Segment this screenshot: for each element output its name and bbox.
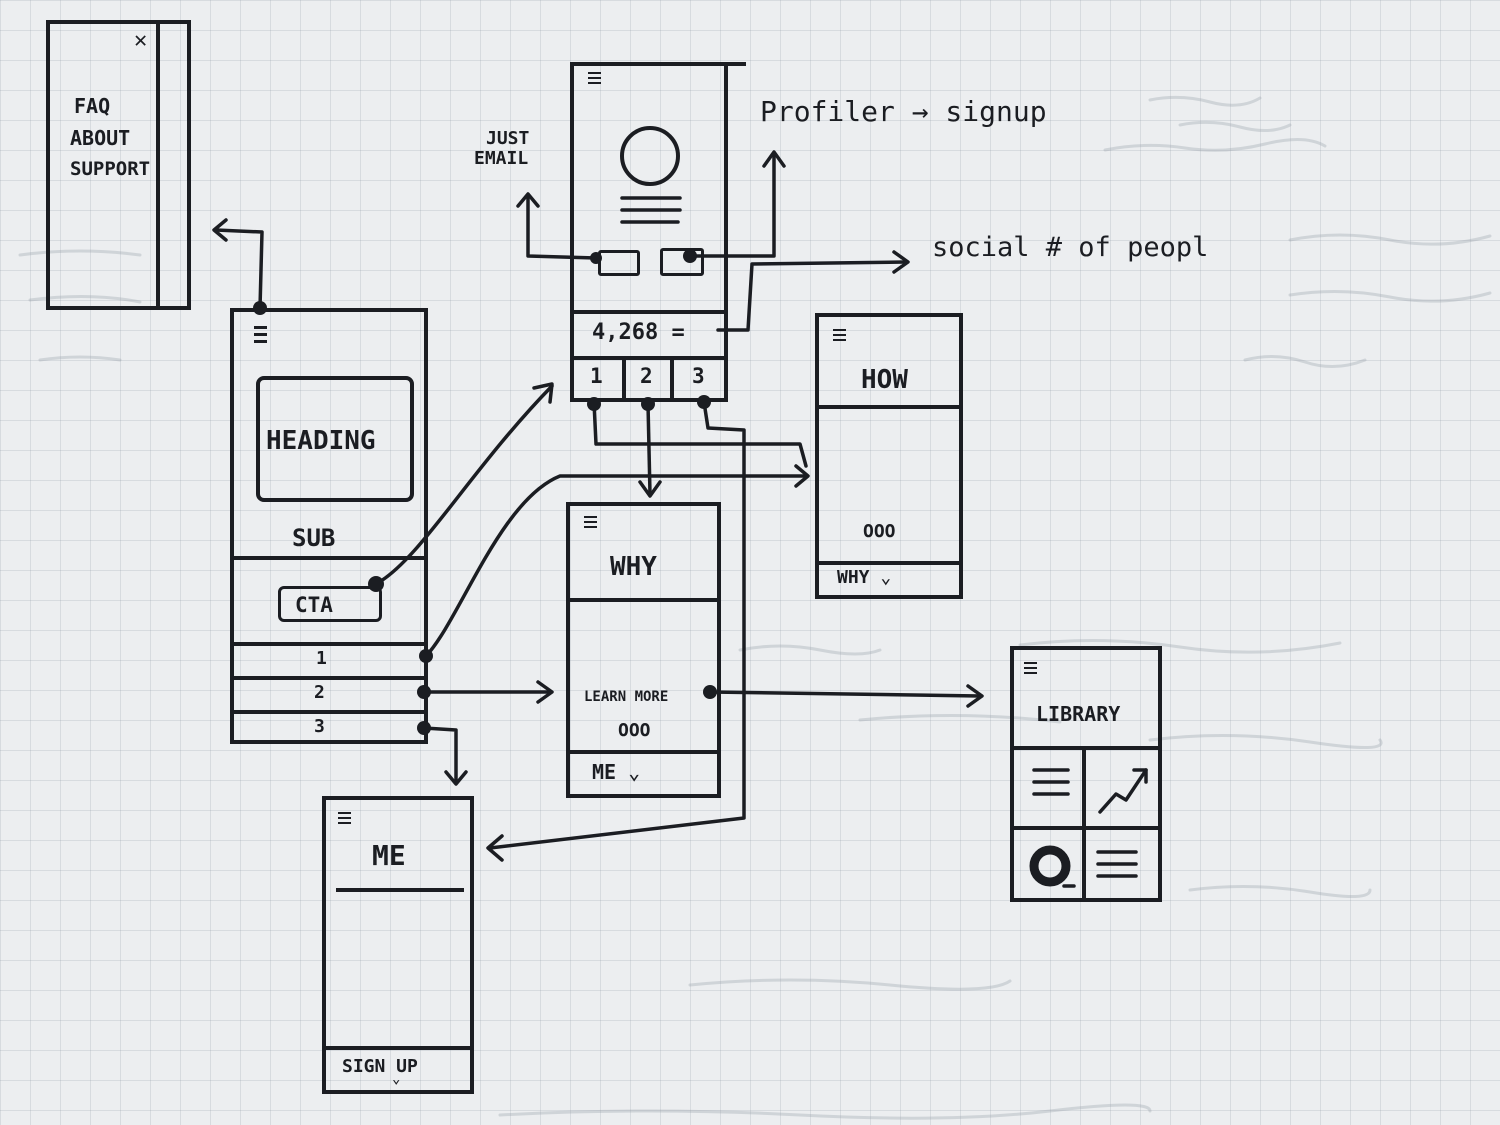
- tab-separator-1: [622, 356, 626, 398]
- tab-separator-2: [670, 356, 674, 398]
- home-row-1[interactable]: 1: [316, 648, 327, 669]
- arrow-tab2-to-why: [638, 402, 662, 498]
- menu-item-support[interactable]: SUPPORT: [70, 158, 151, 180]
- home-divider-3: [234, 676, 424, 680]
- profile-divider-1: [574, 310, 724, 314]
- learn-more-link[interactable]: LEARN MORE: [584, 689, 669, 705]
- tab-2[interactable]: 2: [640, 364, 653, 388]
- text-lines-icon[interactable]: [1094, 846, 1144, 886]
- hamburger-menu-icon[interactable]: [338, 812, 351, 824]
- connector-dot: [253, 301, 267, 315]
- arrow-cta-to-profile: [374, 382, 554, 586]
- connector-dot: [703, 685, 717, 699]
- home-screen: HEADING SUB CTA 1 2 3: [230, 308, 428, 744]
- connector-dot: [697, 395, 711, 409]
- trending-up-icon[interactable]: [1094, 760, 1156, 818]
- sign-up-chevron-icon: ⌄: [392, 1071, 401, 1087]
- hamburger-menu-icon[interactable]: [254, 326, 267, 343]
- sign-up-button[interactable]: SIGN UP: [342, 1056, 418, 1077]
- tab-1[interactable]: 1: [590, 364, 603, 388]
- profile-text-lines-icon: [620, 196, 682, 224]
- hamburger-menu-icon[interactable]: [588, 72, 601, 84]
- how-title: HOW: [861, 365, 908, 395]
- profiler-signup-button[interactable]: [660, 248, 704, 276]
- library-divider-2: [1014, 826, 1158, 830]
- connector-dot: [590, 252, 602, 264]
- why-pagination-dots[interactable]: OOO: [618, 720, 651, 741]
- home-divider-4: [234, 710, 424, 714]
- close-icon[interactable]: ✕: [134, 28, 148, 53]
- connector-dot: [417, 721, 431, 735]
- note-email: EMAIL: [474, 148, 529, 169]
- profile-top-edge: [574, 62, 746, 66]
- connector-dot: [641, 397, 655, 411]
- note-social-count: social # of peopl: [932, 232, 1209, 263]
- hero-heading: HEADING: [266, 426, 376, 456]
- hero-subheading: SUB: [292, 524, 336, 552]
- cta-button-label: CTA: [295, 593, 333, 617]
- hamburger-menu-icon[interactable]: [584, 516, 597, 528]
- how-divider-1: [819, 405, 959, 409]
- arrow-tab3-to-me: [486, 400, 746, 862]
- connector-dot: [587, 397, 601, 411]
- me-divider-2: [326, 1046, 470, 1050]
- arrow-home-to-menu: [212, 218, 264, 310]
- why-divider-2: [570, 750, 717, 754]
- connector-dot: [683, 249, 697, 263]
- home-row-2[interactable]: 2: [314, 682, 325, 703]
- home-row-3[interactable]: 3: [314, 716, 325, 737]
- arrow-row3-to-me: [422, 726, 468, 786]
- why-screen: WHY LEARN MORE OOO ME ⌄: [566, 502, 721, 798]
- hamburger-menu-icon[interactable]: [1024, 662, 1037, 674]
- menu-screen: ✕ FAQ ABOUT SUPPORT: [46, 20, 191, 310]
- cta-button[interactable]: CTA: [278, 586, 382, 622]
- list-icon[interactable]: [1030, 764, 1074, 804]
- library-title: LIBRARY: [1036, 702, 1121, 726]
- arrow-social-count: [716, 250, 910, 332]
- menu-screen-divider: [156, 24, 160, 306]
- arrow-row2-to-why: [422, 680, 554, 704]
- hamburger-menu-icon[interactable]: [833, 329, 846, 341]
- me-title: ME: [372, 839, 406, 872]
- me-divider-1: [336, 888, 464, 892]
- arrow-learn-more-to-library: [708, 684, 984, 708]
- donut-chart-icon[interactable]: [1024, 840, 1080, 896]
- arrow-profiler-signup: [688, 150, 786, 258]
- why-footer-next[interactable]: ME ⌄: [592, 760, 641, 784]
- how-screen: HOW OOO WHY ⌄: [815, 313, 963, 599]
- connector-dot: [368, 576, 384, 592]
- note-just: JUST: [486, 128, 530, 149]
- arrow-email-button: [516, 192, 598, 260]
- home-divider-1: [234, 556, 424, 560]
- tab-3[interactable]: 3: [692, 364, 705, 388]
- library-divider-1: [1014, 746, 1158, 750]
- library-screen: LIBRARY: [1010, 646, 1162, 902]
- how-divider-2: [819, 561, 959, 565]
- library-grid-divider: [1082, 746, 1086, 898]
- email-signup-button[interactable]: [598, 250, 640, 276]
- arrow-row1-to-how: [424, 464, 810, 658]
- profile-divider-2: [574, 356, 724, 360]
- why-title: WHY: [610, 552, 657, 582]
- connector-dot: [417, 685, 431, 699]
- home-divider-2: [234, 642, 424, 646]
- social-count: 4,268 =: [592, 320, 685, 345]
- hero-heading-box: HEADING: [256, 376, 414, 502]
- menu-item-faq[interactable]: FAQ: [74, 94, 111, 118]
- me-screen: ME SIGN UP ⌄: [322, 796, 474, 1094]
- note-profiler-signup: Profiler → signup: [760, 95, 1047, 128]
- avatar-icon: [620, 126, 680, 186]
- arrow-tab1-to-how: [592, 400, 808, 468]
- how-pagination-dots[interactable]: OOO: [863, 521, 896, 542]
- connector-dot: [419, 649, 433, 663]
- why-divider-1: [570, 598, 717, 602]
- how-footer-next[interactable]: WHY ⌄: [837, 567, 892, 588]
- menu-item-about[interactable]: ABOUT: [70, 126, 131, 150]
